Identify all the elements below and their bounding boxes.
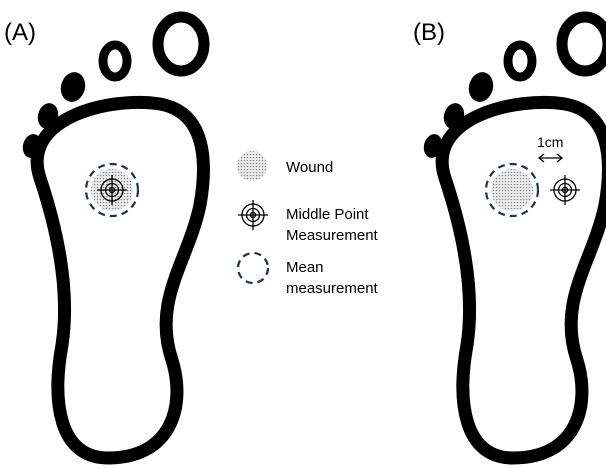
toe-third-a [58,69,89,104]
toe-second-b [508,45,532,77]
middle-point-target-b [550,175,580,205]
legend-target-icon [238,200,268,230]
scale-label: 1cm [537,134,563,150]
legend-middle-point-label-1: Middle Point [286,206,369,223]
scale-arrow [539,154,562,162]
panel-a-label: (A) [4,19,36,46]
legend: Wound Middle Point Measurement Mean meas… [237,151,379,297]
legend-mean-label-1: Mean [286,259,324,276]
toe-third-b [466,69,497,104]
wound-b [491,169,533,211]
legend-mean-label-2: measurement [286,280,379,297]
toe-big-a [158,17,204,71]
panel-b-label: (B) [413,19,445,46]
legend-wound-swatch [237,151,267,181]
legend-middle-point-label-2: Measurement [286,227,379,244]
legend-mean-circle [238,253,268,283]
toe-second-a [103,45,127,77]
toe-big-b [562,17,606,71]
foot-outline-a [37,102,203,458]
legend-wound-label: Wound [286,159,333,176]
panel-b: (B) 1cm [413,17,606,458]
panel-a: (A) [4,17,204,458]
foot-outline-b [442,102,606,458]
